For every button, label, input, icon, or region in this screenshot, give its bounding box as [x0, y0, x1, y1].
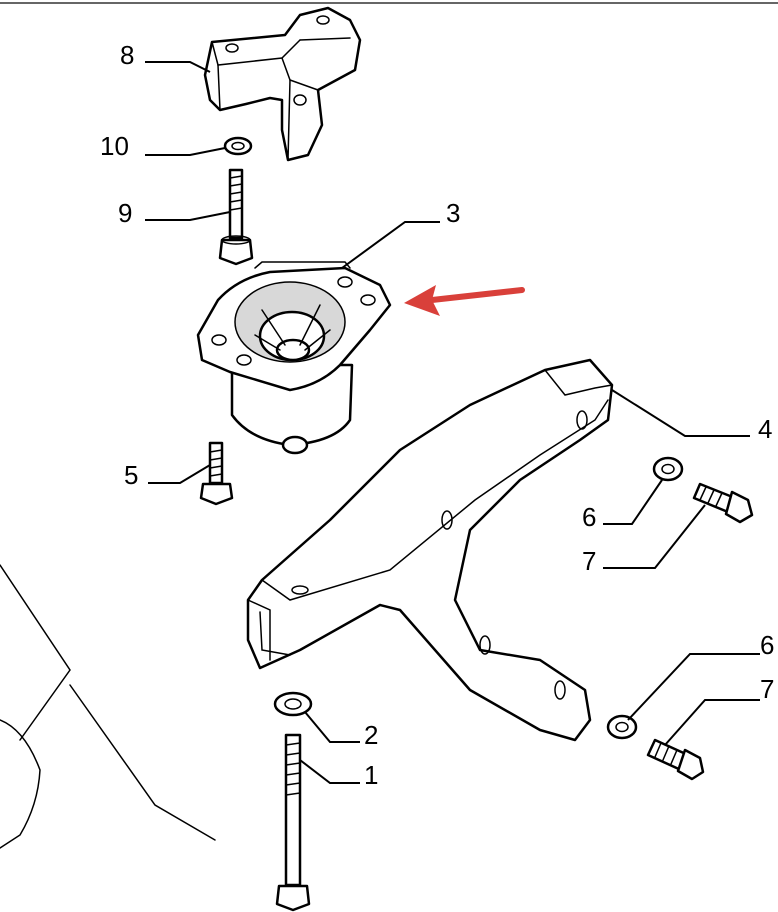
highlight-arrow — [404, 285, 525, 316]
leader-1 — [299, 759, 360, 784]
callout-4: 4 — [758, 414, 772, 444]
part-1-long-bolt — [275, 733, 311, 912]
callout-7-upper: 7 — [582, 546, 596, 576]
callout-8: 8 — [120, 40, 134, 70]
leader-10 — [145, 147, 226, 156]
body-outline-fragment — [0, 564, 216, 849]
part-10-washer — [223, 136, 253, 156]
leader-7b — [664, 699, 760, 746]
leader-6b — [627, 653, 760, 721]
leader-lines — [145, 61, 760, 784]
callout-1: 1 — [364, 760, 378, 790]
leader-2 — [304, 711, 360, 743]
leader-8 — [145, 61, 211, 73]
highlight-arrow-shaft — [429, 287, 525, 303]
callout-9: 9 — [118, 198, 132, 228]
callout-6-upper: 6 — [582, 502, 596, 532]
callout-10: 10 — [100, 131, 129, 161]
callout-7-lower: 7 — [760, 674, 774, 704]
leader-6a — [603, 479, 663, 525]
callout-3: 3 — [446, 198, 460, 228]
leader-5 — [148, 464, 211, 484]
callout-6-lower: 6 — [760, 630, 774, 660]
callout-2: 2 — [364, 720, 378, 750]
part-7-lower-bolt — [646, 738, 705, 781]
part-7-upper-bolt — [692, 482, 754, 524]
leader-9 — [145, 211, 231, 221]
callout-labels: 8 10 9 3 4 5 6 7 6 7 2 1 — [100, 40, 774, 790]
part-5-bolt — [199, 441, 234, 506]
part-2-washer — [273, 691, 313, 717]
leader-3 — [341, 221, 440, 269]
part-3-engine-mount — [196, 261, 392, 455]
part-8-upper-bracket — [203, 6, 362, 162]
highlight-arrow-head — [404, 285, 440, 316]
part-6-lower-clip — [606, 714, 638, 740]
part-4-support-arm — [246, 358, 614, 742]
part-6-upper-clip — [652, 456, 684, 482]
part-9-bolt — [218, 168, 254, 266]
callout-5: 5 — [124, 460, 138, 490]
leader-4 — [611, 389, 750, 437]
leader-7a — [603, 504, 706, 569]
